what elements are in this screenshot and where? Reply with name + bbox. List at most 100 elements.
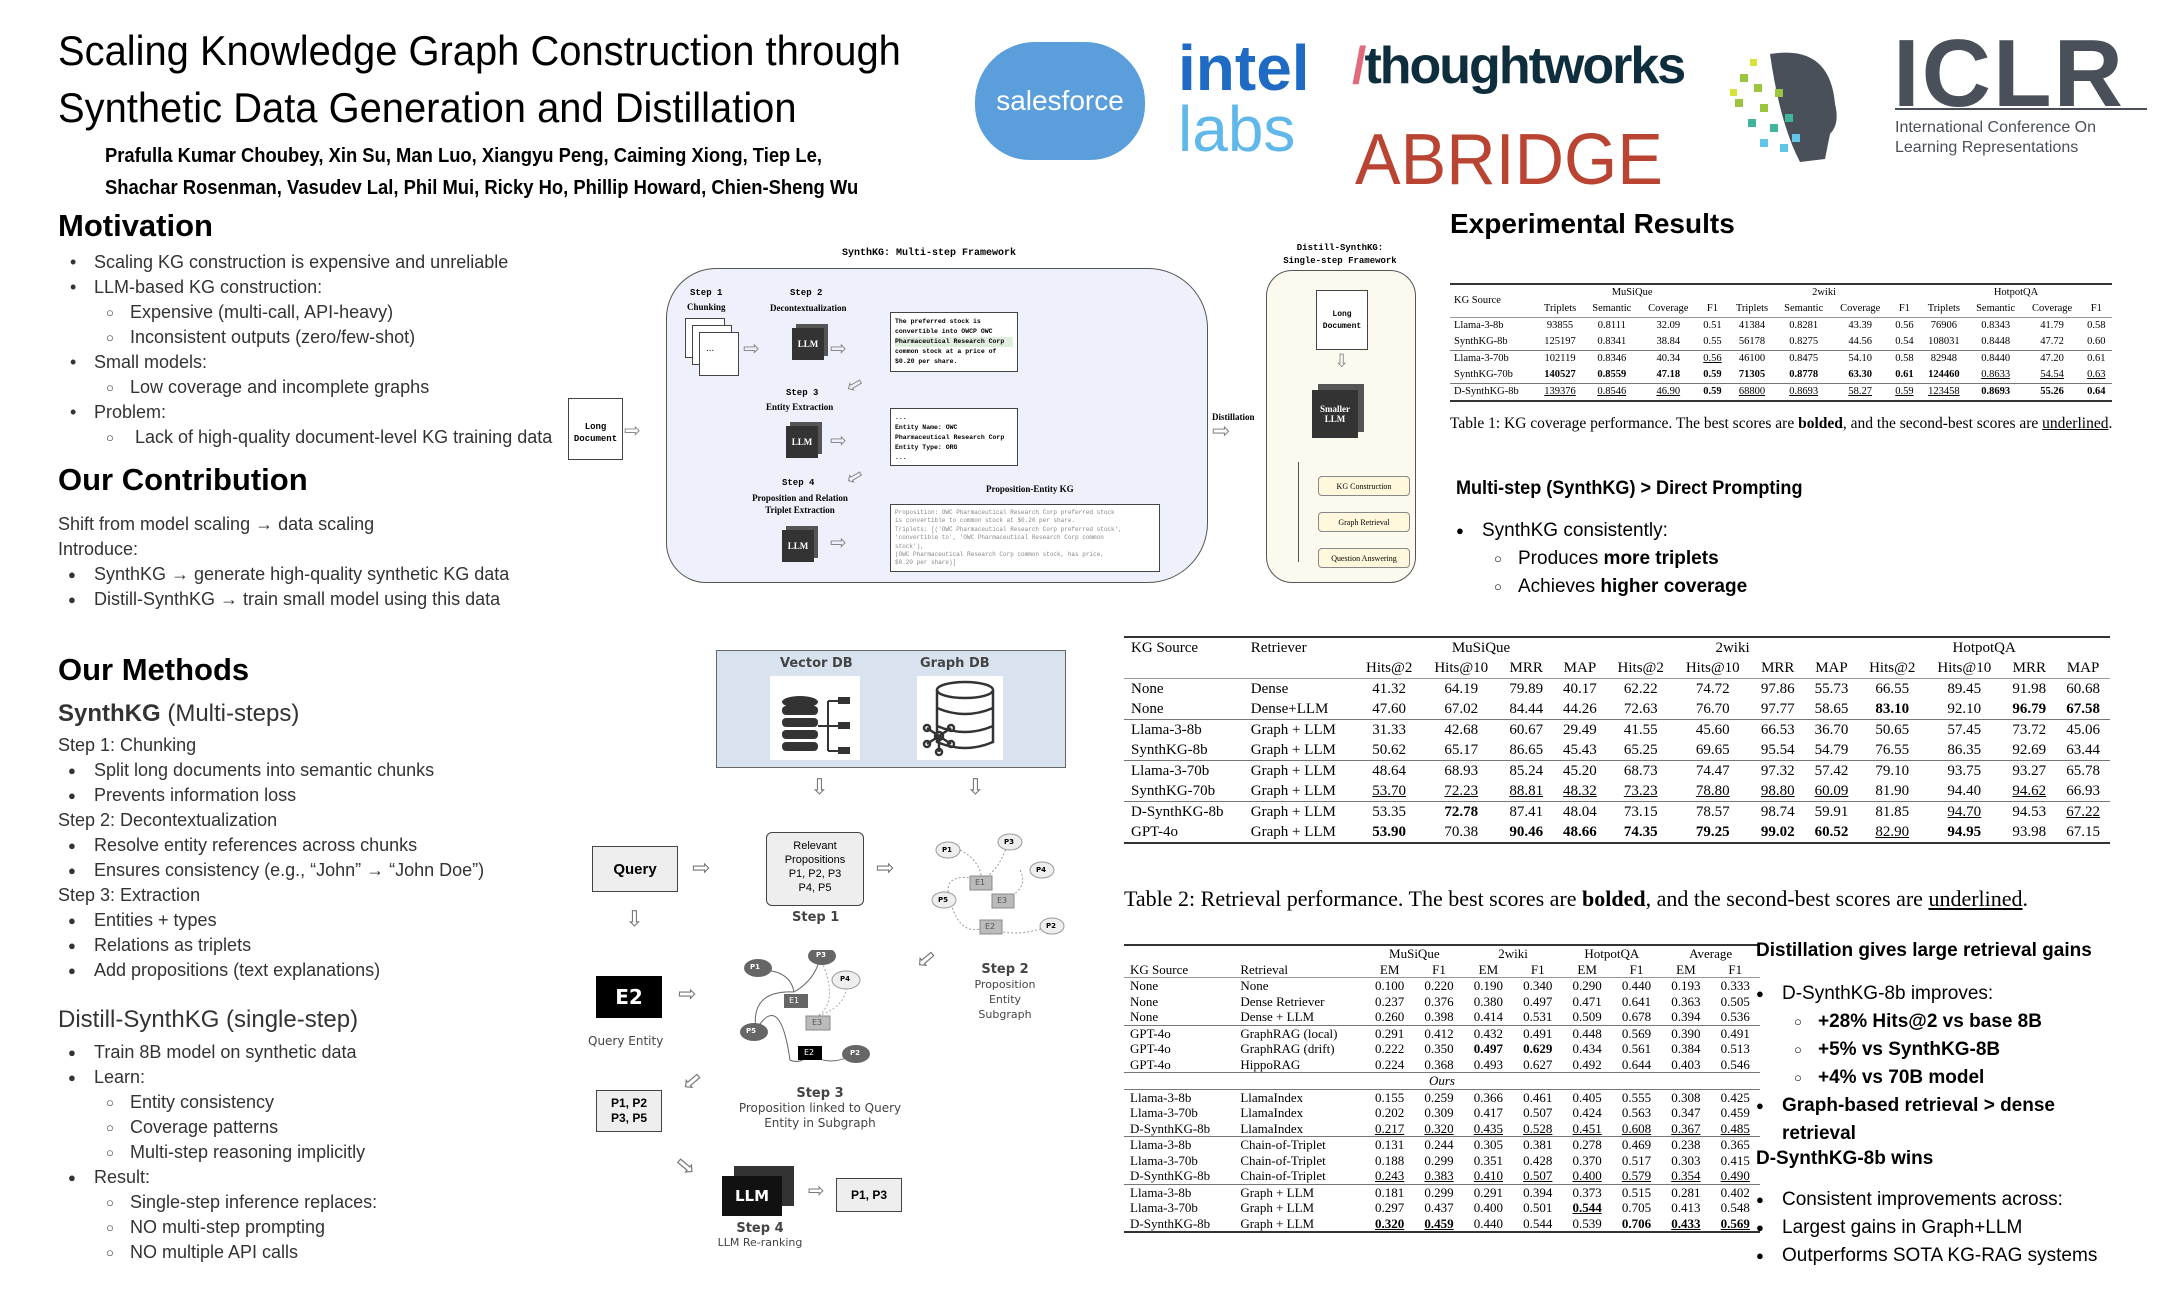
table-cell: 60.09 (1814, 783, 1849, 799)
table-cell: 0.493 (1473, 1056, 1503, 1072)
table-subheader: Coverage (1840, 303, 1881, 314)
table-cell: 65.17 (1444, 742, 1479, 758)
step-4-label: Step 4 LLM Re-ranking (710, 1222, 810, 1250)
step-2-label: Step 2 (790, 288, 823, 298)
proposition-entity-kg-doc: Proposition: OWC Pharmaceutical Research… (890, 504, 1160, 572)
table-subheader: Triplets (1927, 303, 1961, 314)
table-cell: 67.02 (1444, 701, 1479, 717)
smaller-llm-2: LLM (1324, 414, 1346, 424)
table-cell: 0.8111 (1597, 320, 1626, 331)
table-subheader: Hits@10 (1434, 660, 1489, 676)
table-cell: 71305 (1738, 369, 1766, 380)
reranked-result-doc: P1, P3 (836, 1178, 902, 1212)
step-4-name-1: Proposition and Relation (752, 493, 848, 503)
table-cell: 89.45 (1947, 681, 1982, 697)
step-1-name: Chunking (687, 302, 726, 312)
list-item: Resolve entity references across chunks (58, 833, 578, 858)
table-cell: 40.34 (1639, 350, 1697, 367)
table-cell: 0.531 (1523, 1009, 1553, 1024)
table-subheader: F1 (1898, 303, 1910, 314)
table-cell: 91.98 (2012, 681, 2047, 697)
table-cell: 0.608 (1621, 1120, 1652, 1136)
text: Produces (1518, 548, 1604, 569)
table-cell: 81.85 (1858, 801, 1927, 822)
candidate-propositions-doc: P1, P2 P3, P5 (596, 1090, 662, 1132)
table-cell: 84.44 (1509, 701, 1544, 717)
list-item: Distill-SynthKG → train small model usin… (58, 587, 578, 612)
node-p2 (1039, 917, 1065, 935)
table-cell: 0.363 (1671, 993, 1701, 1009)
arrow-down-icon: ⇨ (621, 909, 647, 928)
row-label: None (1130, 993, 1159, 1009)
table-cell: 0.515 (1611, 1183, 1662, 1200)
proposition-entity-subgraph (931, 833, 1065, 935)
row-retrieval: LlamaIndex (1240, 1120, 1304, 1136)
llm-cube-icon: LLM (786, 426, 818, 458)
table-cell: 0.131 (1364, 1136, 1415, 1153)
methods-heading: Our Methods (58, 652, 250, 687)
table-cell: 0.8559 (1597, 369, 1627, 380)
table-group-header: MuSiQue (1611, 287, 1653, 298)
doc-line: P1, P2 (610, 1096, 648, 1110)
arrow-down-icon: ⇨ (962, 777, 988, 796)
title-line-1: Scaling Knowledge Graph Construction thr… (58, 27, 901, 74)
table-cell: 98.80 (1760, 783, 1795, 799)
list-item: Largest gains in Graph+LLM (1746, 1214, 2160, 1242)
table-cell: 0.354 (1671, 1168, 1701, 1183)
table-header: KG Source (1131, 640, 1199, 656)
iclr-subtitle: International Conference On Learning Rep… (1895, 118, 2096, 158)
table-cell: 0.505 (1720, 993, 1750, 1009)
table-subheader: MRR (1761, 660, 1795, 676)
long-document: Long Document (568, 398, 623, 460)
doc-line: Pharmaceutical Research Corp (895, 337, 1013, 347)
row-label: None (1131, 681, 1164, 697)
doc-line: common stock at a price of (895, 348, 997, 355)
table-cell: 0.569 (1611, 1024, 1662, 1041)
node-label-p4: P4 (1036, 866, 1047, 874)
table-cell: 0.490 (1720, 1168, 1750, 1183)
table-cell: 98.74 (1750, 801, 1805, 822)
table-cell: 45.60 (1674, 719, 1751, 740)
row-retriever: Dense (1250, 681, 1289, 697)
table-cell: 0.373 (1562, 1183, 1612, 1200)
table-cell: 0.448 (1562, 1024, 1612, 1041)
caption-underline: underlined (2042, 415, 2109, 432)
table-cell: 29.49 (1553, 719, 1607, 740)
doc-line: 'convertible to', 'OWC Pharmaceutical Re… (895, 534, 1104, 542)
table-cell: 0.706 (1621, 1215, 1652, 1231)
table-cell: 0.291 (1364, 1024, 1415, 1041)
table-cell: 102119 (1536, 350, 1584, 367)
node-label-p2: P2 (1046, 922, 1057, 930)
node-e3 (805, 1015, 831, 1031)
table-cell: 48.64 (1355, 760, 1424, 781)
node-label-p1: P1 (942, 846, 953, 854)
row-label: Llama-3-8b (1454, 320, 1504, 331)
vector-db-label: Vector DB (780, 656, 853, 671)
table-subheader: Hits@10 (1685, 660, 1740, 676)
doc-line: P3, P5 (610, 1111, 648, 1125)
table-cell: 0.60 (2087, 336, 2106, 347)
table-cell: 0.8346 (1583, 350, 1640, 367)
table-cell: 73.15 (1606, 801, 1675, 822)
list-item: Single-step inference replaces: (58, 1190, 578, 1215)
list-item: Lack of high-quality document-level KG t… (58, 425, 578, 450)
table-cell: 72.78 (1423, 801, 1500, 822)
table-cell: 140527 (1544, 369, 1576, 380)
node-p1 (744, 959, 772, 977)
caption-text: . (2022, 886, 2029, 911)
contribution-list: SynthKG → generate high-quality syntheti… (58, 562, 578, 612)
table-cell: 0.424 (1572, 1105, 1602, 1120)
arrow-right-icon: ⇨ (678, 982, 697, 1007)
contribution-line-1: Shift from model scaling → data scaling (58, 514, 375, 534)
list-item: Produces more triplets (1446, 545, 2046, 573)
table-cell: 0.497 (1473, 1041, 1503, 1056)
table-subheader: F1 (1728, 961, 1743, 977)
list-item: Entities + types (58, 908, 578, 933)
list-item: +4% vs 70B model (1746, 1064, 2146, 1092)
row-label: None (1130, 1009, 1159, 1024)
node-label-e1: E1 (975, 878, 986, 887)
table-cell: 0.509 (1572, 1009, 1602, 1024)
